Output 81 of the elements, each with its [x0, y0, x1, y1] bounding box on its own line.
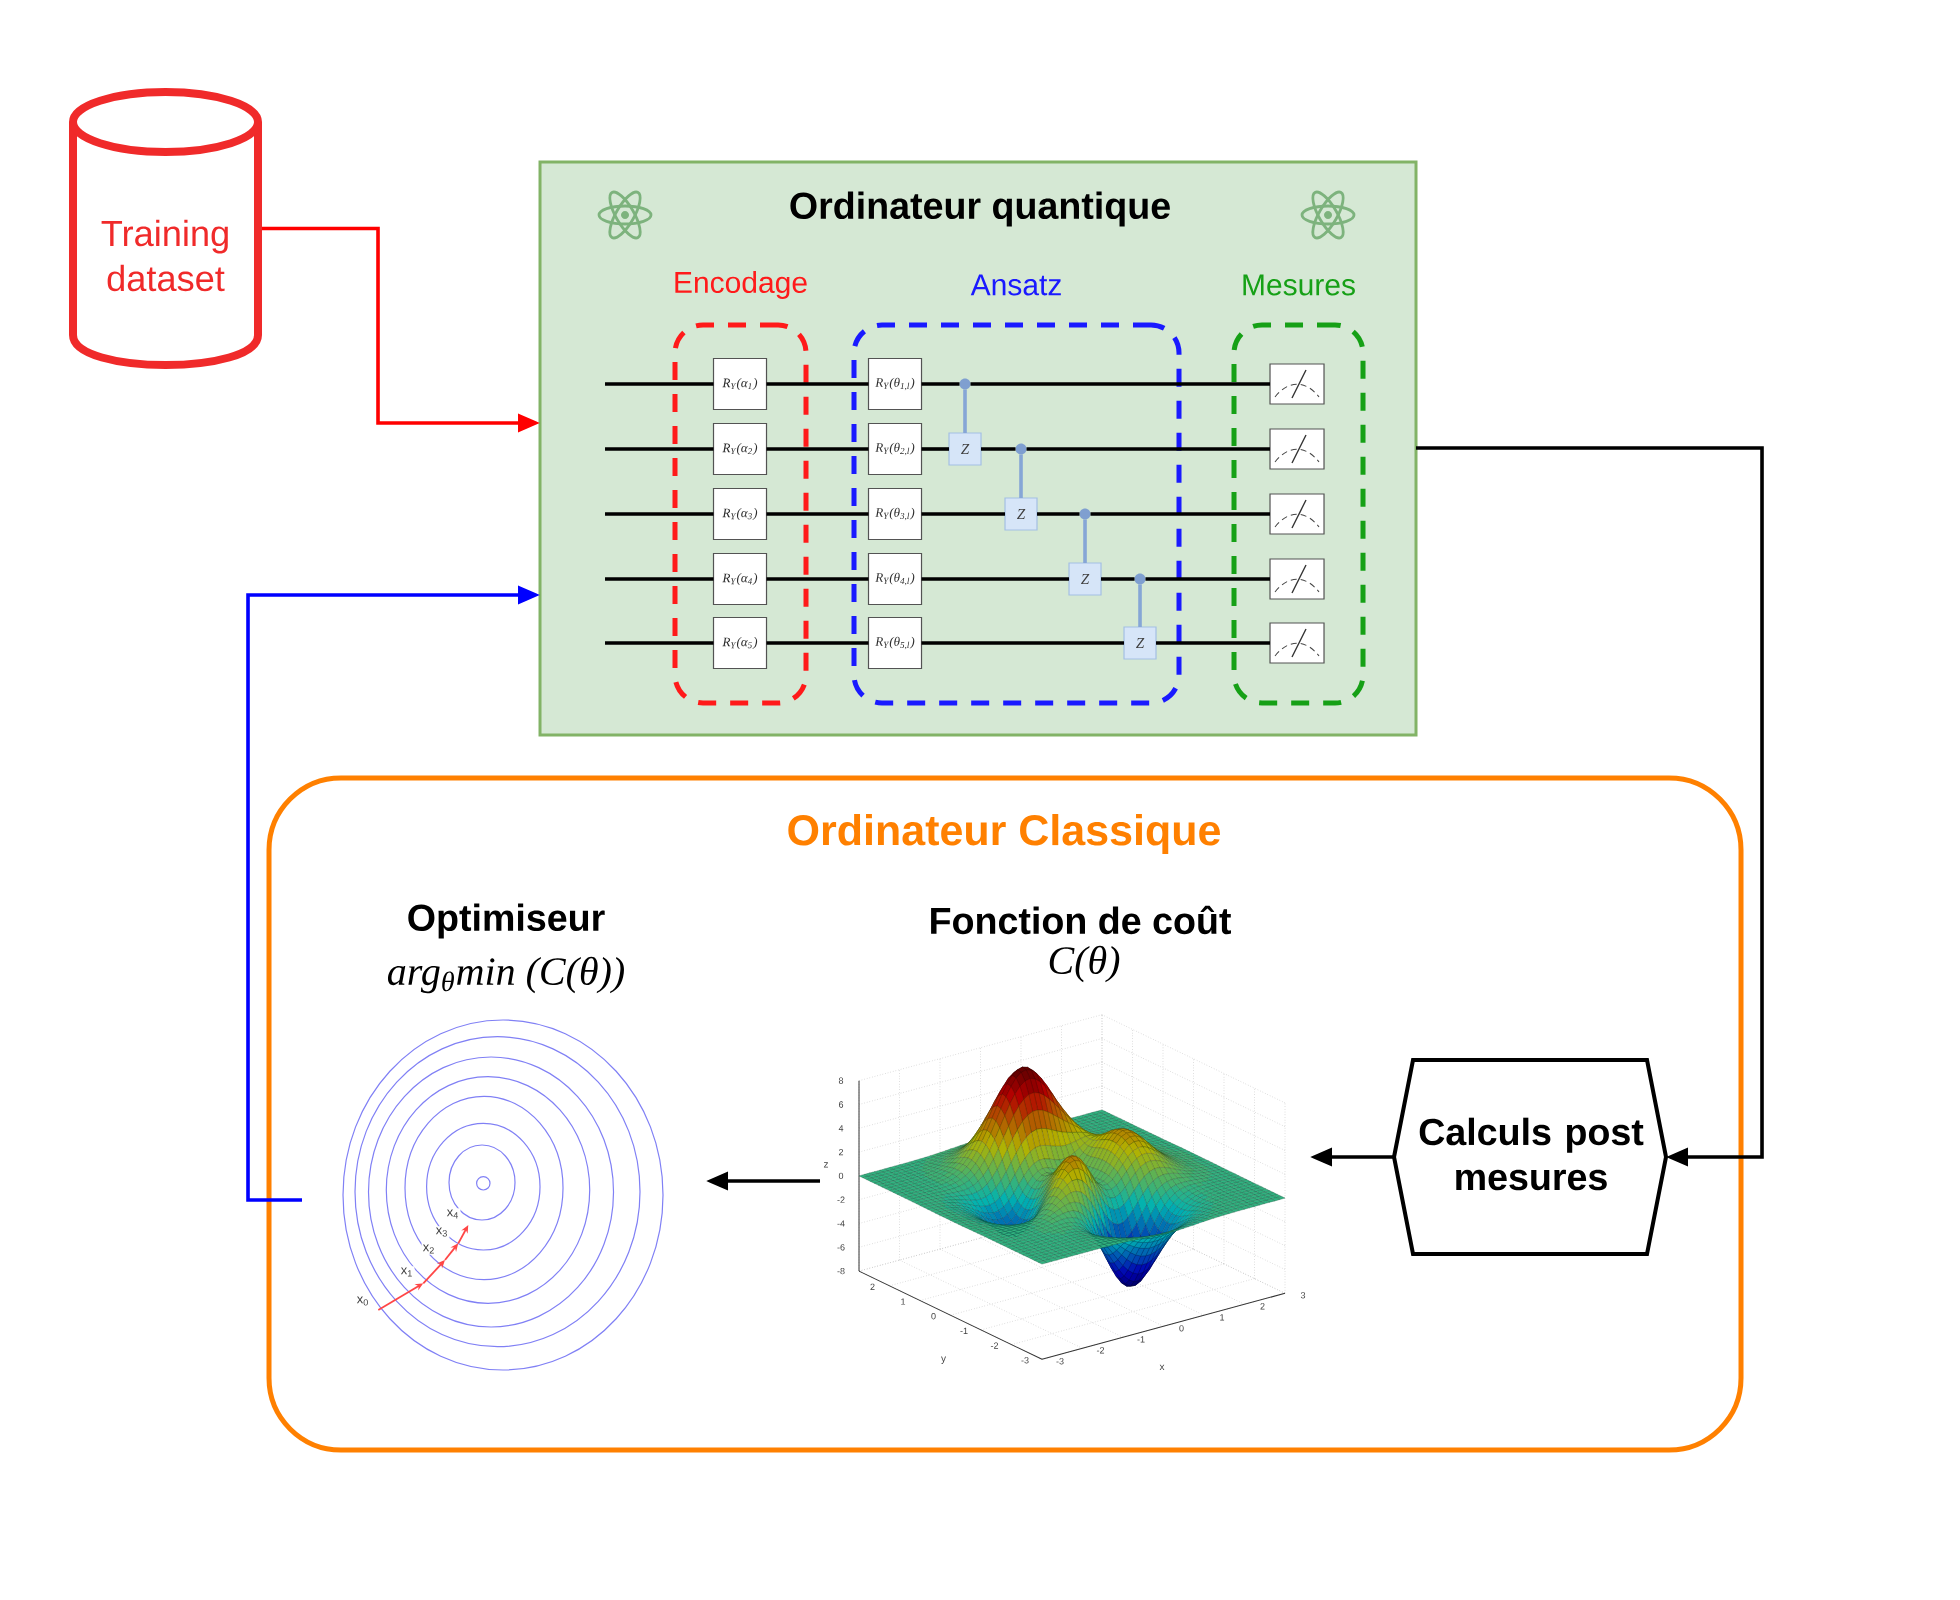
tick-label: 1: [1220, 1314, 1225, 1321]
tick-label: -3: [1056, 1358, 1064, 1365]
tick-label: 8: [838, 1077, 844, 1084]
tick-label: -4: [837, 1220, 845, 1227]
tick-label: -3: [1021, 1357, 1029, 1364]
tick-label: 2: [1260, 1303, 1265, 1310]
tick-label: -1: [1137, 1336, 1145, 1343]
hexagon-box: Calculs post mesures: [1392, 1058, 1669, 1256]
wire: [1037, 512, 1080, 516]
wire: [921, 577, 1069, 581]
tick-label: 0: [838, 1172, 844, 1180]
wire: [921, 512, 1005, 516]
gate-box: R$_{Y}$(θ$_{5,l}$): [867, 616, 923, 670]
tick-label: 1: [901, 1298, 906, 1305]
arrow: [1416, 446, 1764, 1167]
meter-box: [1269, 428, 1325, 470]
meter-box: [1269, 558, 1325, 600]
wire: [921, 382, 960, 386]
control-line: [1083, 519, 1087, 563]
tick-label: 6: [839, 1101, 844, 1108]
tick-label: -2: [1096, 1347, 1105, 1354]
tick-label: -1: [960, 1327, 968, 1334]
wire: [1101, 577, 1135, 581]
wire: [766, 447, 869, 451]
gate-box: R$_{Y}$(θ$_{2,l}$): [867, 422, 923, 476]
wire: [605, 577, 714, 581]
meter-box: [1269, 493, 1325, 535]
tick-label: -2: [990, 1342, 999, 1349]
gate-box: Z: [1004, 497, 1038, 531]
formula: arg$_{θ}$min (C(θ)): [388, 956, 624, 994]
tick-label: -2: [837, 1196, 845, 1203]
wire: [1026, 447, 1270, 451]
cylinder: Training dataset: [69, 88, 262, 369]
plot-heading: Optimiseur: [408, 903, 605, 939]
tick-label: -6: [837, 1244, 845, 1251]
wire: [605, 512, 714, 516]
gate-box: Z: [1068, 562, 1102, 596]
gate-box: R$_{Y}$(α$_{5}$): [712, 616, 768, 670]
group-label: Ansatz: [970, 274, 1061, 296]
gate-box: R$_{Y}$(α$_{4}$): [712, 552, 768, 606]
wire: [1145, 577, 1270, 581]
formula: C(θ): [1049, 945, 1120, 983]
wire: [921, 447, 949, 451]
wire: [766, 512, 869, 516]
tick-label: 2: [870, 1283, 875, 1290]
gate-box: Z: [948, 432, 982, 466]
gate-box: R$_{Y}$(α$_{1}$): [712, 357, 768, 411]
tick-label: 3: [1300, 1292, 1306, 1299]
control-line: [963, 389, 967, 433]
wire: [1156, 641, 1270, 645]
gate-box: R$_{Y}$(θ$_{4,l}$): [867, 552, 923, 606]
axis-label: y: [941, 1356, 946, 1364]
wire: [766, 382, 869, 386]
node-label: Training dataset: [101, 219, 228, 292]
wire: [605, 641, 714, 645]
wire: [605, 382, 714, 386]
gate-box: Z: [1123, 626, 1157, 660]
tick-label: -8: [837, 1267, 845, 1275]
meter-box: [1269, 363, 1325, 405]
tick-label: 0: [931, 1313, 936, 1320]
tick-label: 0: [1179, 1325, 1184, 1332]
gate-box: R$_{Y}$(α$_{3}$): [712, 487, 768, 541]
meter-box: [1269, 622, 1325, 664]
wire: [766, 641, 869, 645]
control-line: [1138, 584, 1142, 627]
gate-box: R$_{Y}$(θ$_{3,l}$): [867, 487, 923, 541]
group-label: Encodage: [675, 271, 807, 299]
gate-box: R$_{Y}$(α$_{2}$): [712, 422, 768, 476]
wire: [605, 447, 714, 451]
gate-box: R$_{Y}$(θ$_{1,l}$): [867, 357, 923, 411]
tick-label: 2: [838, 1148, 844, 1156]
wire: [921, 641, 1124, 645]
tick-label: 4: [838, 1125, 844, 1132]
wire: [766, 577, 869, 581]
wire: [981, 447, 1016, 451]
wire: [970, 382, 1270, 386]
group-label: Mesures: [1243, 274, 1355, 296]
control-line: [1019, 454, 1023, 498]
plot-heading: Fonction de coût: [931, 905, 1231, 935]
axis-label: z: [823, 1162, 829, 1168]
wire: [1090, 512, 1270, 516]
